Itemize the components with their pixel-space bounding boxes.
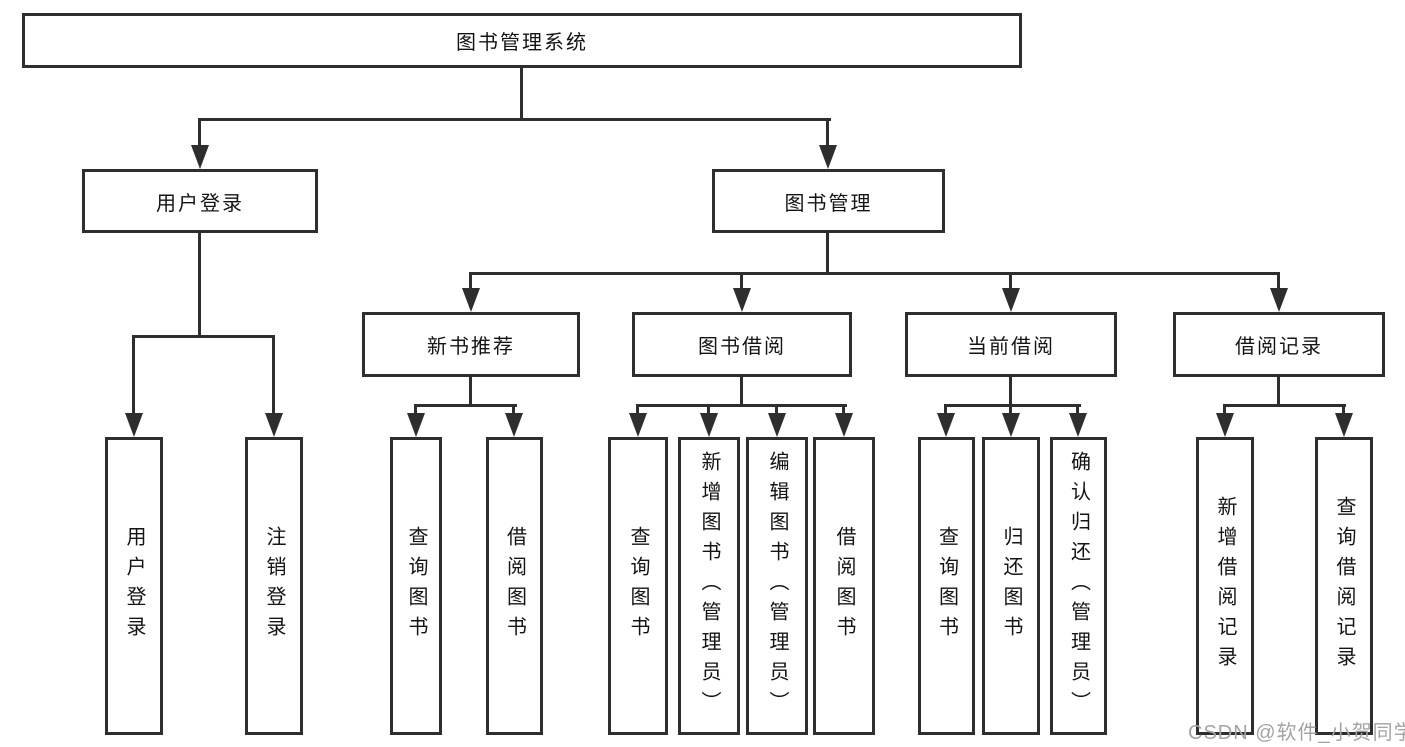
leaf-records-query-record: 查询借阅记录	[1315, 437, 1373, 735]
connector-newrec-stem	[469, 377, 472, 404]
leaf-current-confirm-return-admin: 确认归还（管理员）	[1050, 437, 1107, 735]
connector-currentborrow-branch	[944, 404, 1081, 407]
connector-drop-leaf	[842, 404, 845, 413]
leaf-user-login: 用户登录	[105, 437, 163, 735]
node-current-borrow: 当前借阅	[905, 312, 1117, 377]
arrow-down-icon	[1216, 413, 1234, 437]
leaf-newrec-borrow-books: 借阅图书	[486, 437, 543, 735]
connector-root-branch	[199, 118, 831, 121]
connector-drop-leaf	[1342, 404, 1345, 413]
leaf-borrow-edit-books-admin: 编辑图书（管理员）	[746, 437, 808, 735]
leaf-current-query-books: 查询图书	[918, 437, 975, 735]
connector-drop-user-login	[198, 118, 201, 147]
connector-drop-leaf	[1223, 404, 1226, 413]
leaf-borrow-add-books-admin-label: 新增图书（管理员）	[698, 451, 720, 721]
arrow-down-icon	[937, 413, 955, 437]
arrow-down-icon	[191, 145, 209, 169]
connector-drop-book-management	[826, 118, 829, 147]
connector-drop-leaf	[707, 404, 710, 413]
arrow-down-icon	[733, 288, 751, 312]
arrow-down-icon	[1002, 413, 1020, 437]
leaf-borrow-borrow-books: 借阅图书	[813, 437, 875, 735]
leaf-borrow-query-books: 查询图书	[608, 437, 668, 735]
connector-newrec-branch	[414, 404, 517, 407]
arrow-down-icon	[700, 413, 718, 437]
node-library-management-system-label: 图书管理系统	[456, 32, 588, 54]
leaf-user-login-label: 用户登录	[123, 526, 145, 646]
node-borrow-records-label: 借阅记录	[1235, 336, 1323, 358]
arrow-down-icon	[505, 413, 523, 437]
arrow-down-icon	[1270, 288, 1288, 312]
connector-drop-leaf	[636, 404, 639, 413]
watermark: CSDN @软件_小贺同学	[1188, 722, 1405, 744]
connector-drop-leaf	[1009, 404, 1012, 413]
node-borrow-records: 借阅记录	[1173, 312, 1385, 377]
connector-drop-leaf	[775, 404, 778, 413]
node-new-book-recommend: 新书推荐	[362, 312, 580, 377]
node-user-login: 用户登录	[82, 169, 318, 233]
node-new-book-recommend-label: 新书推荐	[427, 336, 515, 358]
connector-bookborrow-branch	[636, 404, 847, 407]
leaf-records-add-record: 新增借阅记录	[1196, 437, 1254, 735]
node-book-management: 图书管理	[712, 169, 945, 233]
connector-bookmgmt-stem	[826, 233, 829, 272]
connector-drop-bookborrow	[740, 272, 743, 288]
node-current-borrow-label: 当前借阅	[967, 336, 1055, 358]
connector-root-stem	[520, 68, 523, 118]
arrow-down-icon	[629, 413, 647, 437]
leaf-newrec-query-books-label: 查询图书	[405, 526, 427, 646]
arrow-down-icon	[1002, 288, 1020, 312]
connector-drop-leaf	[272, 335, 275, 415]
node-library-management-system: 图书管理系统	[22, 13, 1022, 68]
leaf-borrow-borrow-books-label: 借阅图书	[833, 526, 855, 646]
arrow-down-icon	[407, 413, 425, 437]
leaf-borrow-query-books-label: 查询图书	[627, 526, 649, 646]
arrow-down-icon	[265, 413, 283, 437]
connector-records-branch	[1223, 404, 1346, 407]
leaf-records-add-record-label: 新增借阅记录	[1214, 496, 1236, 676]
connector-drop-currentborrow	[1009, 272, 1012, 288]
arrow-down-icon	[768, 413, 786, 437]
connector-drop-leaf	[944, 404, 947, 413]
arrow-down-icon	[125, 413, 143, 437]
leaf-logout-login-label: 注销登录	[263, 526, 285, 646]
connector-drop-newrec	[469, 272, 472, 288]
connector-records-stem	[1277, 377, 1280, 404]
leaf-newrec-borrow-books-label: 借阅图书	[503, 526, 526, 646]
leaf-current-query-books-label: 查询图书	[935, 526, 958, 646]
connector-userlogin-branch	[132, 335, 275, 338]
leaf-borrow-edit-books-admin-label: 编辑图书（管理员）	[766, 451, 788, 721]
arrow-down-icon	[1069, 413, 1087, 437]
leaf-current-return-books-label: 归还图书	[1000, 526, 1022, 646]
node-book-management-label: 图书管理	[784, 192, 873, 215]
leaf-current-confirm-return-admin-label: 确认归还（管理员）	[1067, 451, 1090, 721]
connector-drop-leaf	[132, 335, 135, 415]
leaf-newrec-query-books: 查询图书	[390, 437, 442, 735]
leaf-logout-login: 注销登录	[245, 437, 303, 735]
connector-bookborrow-stem	[740, 377, 743, 404]
arrow-down-icon	[835, 413, 853, 437]
connector-drop-leaf	[414, 404, 417, 413]
arrow-down-icon	[819, 145, 837, 169]
connector-drop-leaf	[512, 404, 515, 413]
connector-drop-leaf	[1076, 404, 1079, 413]
leaf-current-return-books: 归还图书	[982, 437, 1040, 735]
connector-userlogin-stem	[198, 233, 201, 335]
node-user-login-label: 用户登录	[156, 192, 244, 215]
node-book-borrow: 图书借阅	[632, 312, 852, 377]
connector-bookmgmt-branch	[469, 272, 1280, 275]
leaf-records-query-record-label: 查询借阅记录	[1333, 496, 1355, 676]
arrow-down-icon	[462, 288, 480, 312]
connector-currentborrow-stem	[1009, 377, 1012, 404]
connector-drop-records	[1277, 272, 1280, 288]
arrow-down-icon	[1335, 413, 1353, 437]
node-book-borrow-label: 图书借阅	[698, 336, 786, 358]
leaf-borrow-add-books-admin: 新增图书（管理员）	[678, 437, 740, 735]
